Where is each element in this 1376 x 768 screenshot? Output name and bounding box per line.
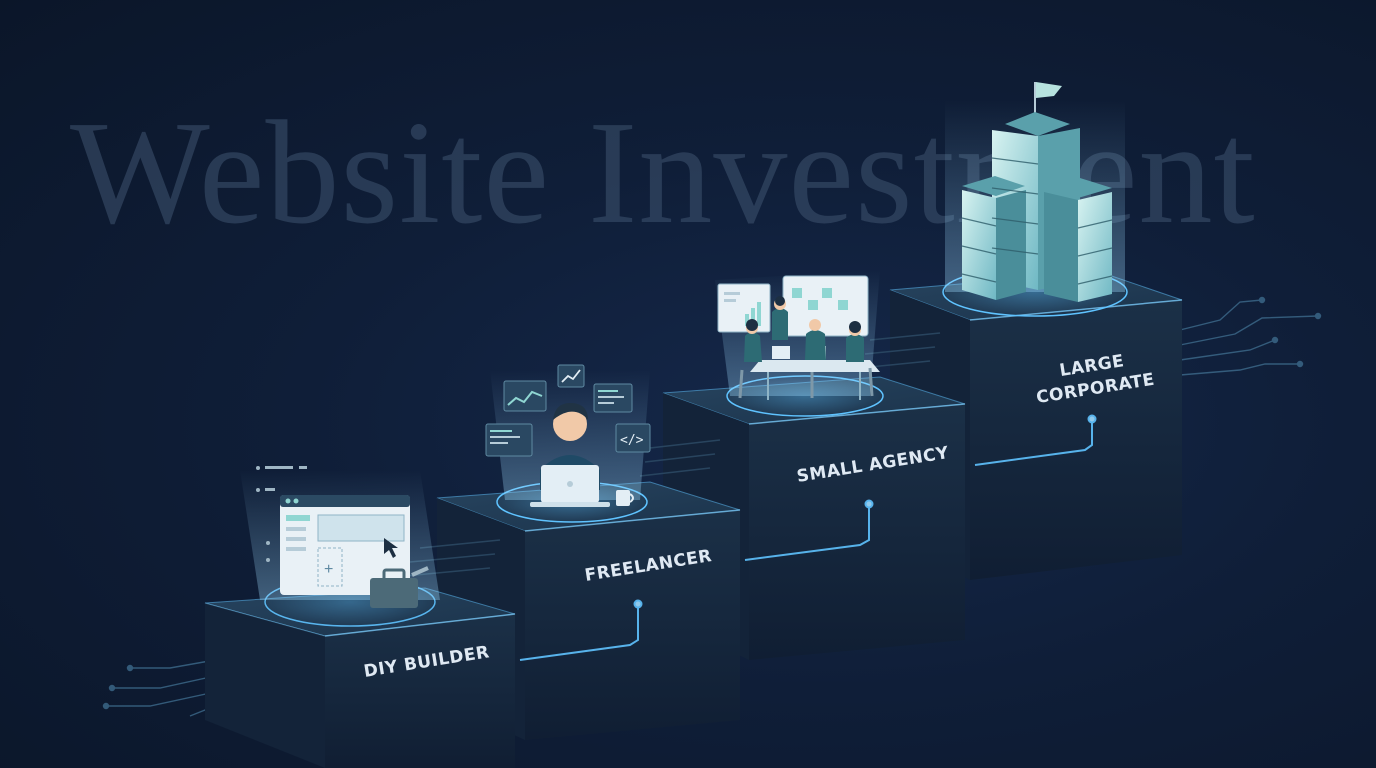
corporate-building-icon [942, 82, 1128, 317]
svg-text:+: + [324, 561, 333, 578]
website-builder-icon: + [240, 466, 440, 627]
freelancer-icon: </> [485, 364, 651, 523]
label-connectors [519, 414, 1097, 661]
circuit-lines-left [102, 659, 216, 717]
circuit-lines-right [1179, 296, 1322, 376]
agency-team-icon [715, 270, 884, 417]
svg-text:</>: </> [620, 433, 644, 448]
